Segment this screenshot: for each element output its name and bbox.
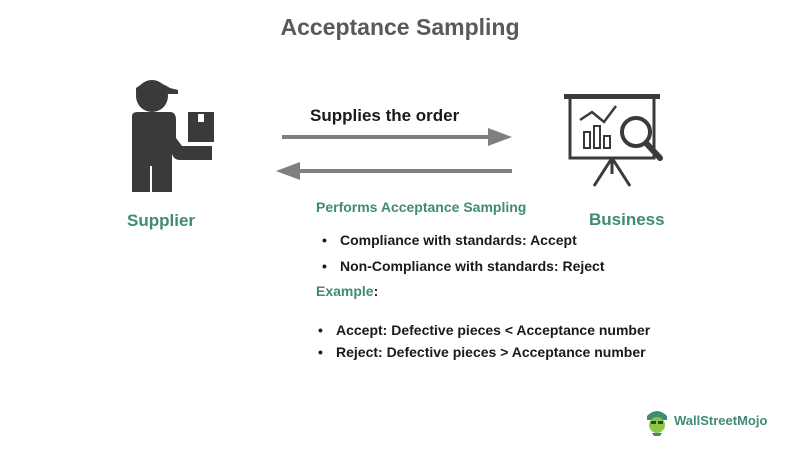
left-arrow-icon <box>276 162 512 180</box>
list-item: Reject: Defective pieces > Acceptance nu… <box>316 341 650 363</box>
brand-name: WallStreetMojo <box>674 413 768 428</box>
page-title: Acceptance Sampling <box>280 14 520 40</box>
business-label: Business <box>589 210 665 229</box>
supplier-label: Supplier <box>127 211 196 230</box>
example-list: Accept: Defective pieces < Acceptance nu… <box>316 319 650 363</box>
list-item: Accept: Defective pieces < Acceptance nu… <box>316 319 650 341</box>
analytics-presentation-icon <box>564 94 663 187</box>
list-item: Non-Compliance with standards: Reject <box>320 255 604 277</box>
list-item: Compliance with standards: Accept <box>320 229 604 251</box>
supply-order-label: Supplies the order <box>310 106 460 125</box>
performs-sampling-label: Performs Acceptance Sampling <box>316 199 527 215</box>
right-arrow-icon <box>282 128 512 146</box>
example-heading: Example: <box>316 283 378 299</box>
example-heading-text: Example <box>316 283 374 299</box>
example-colon: : <box>373 283 379 299</box>
delivery-person-icon <box>132 80 214 192</box>
decision-rules-list: Compliance with standards: Accept Non-Co… <box>320 229 604 281</box>
wallstreetmojo-logo-icon <box>647 411 667 436</box>
